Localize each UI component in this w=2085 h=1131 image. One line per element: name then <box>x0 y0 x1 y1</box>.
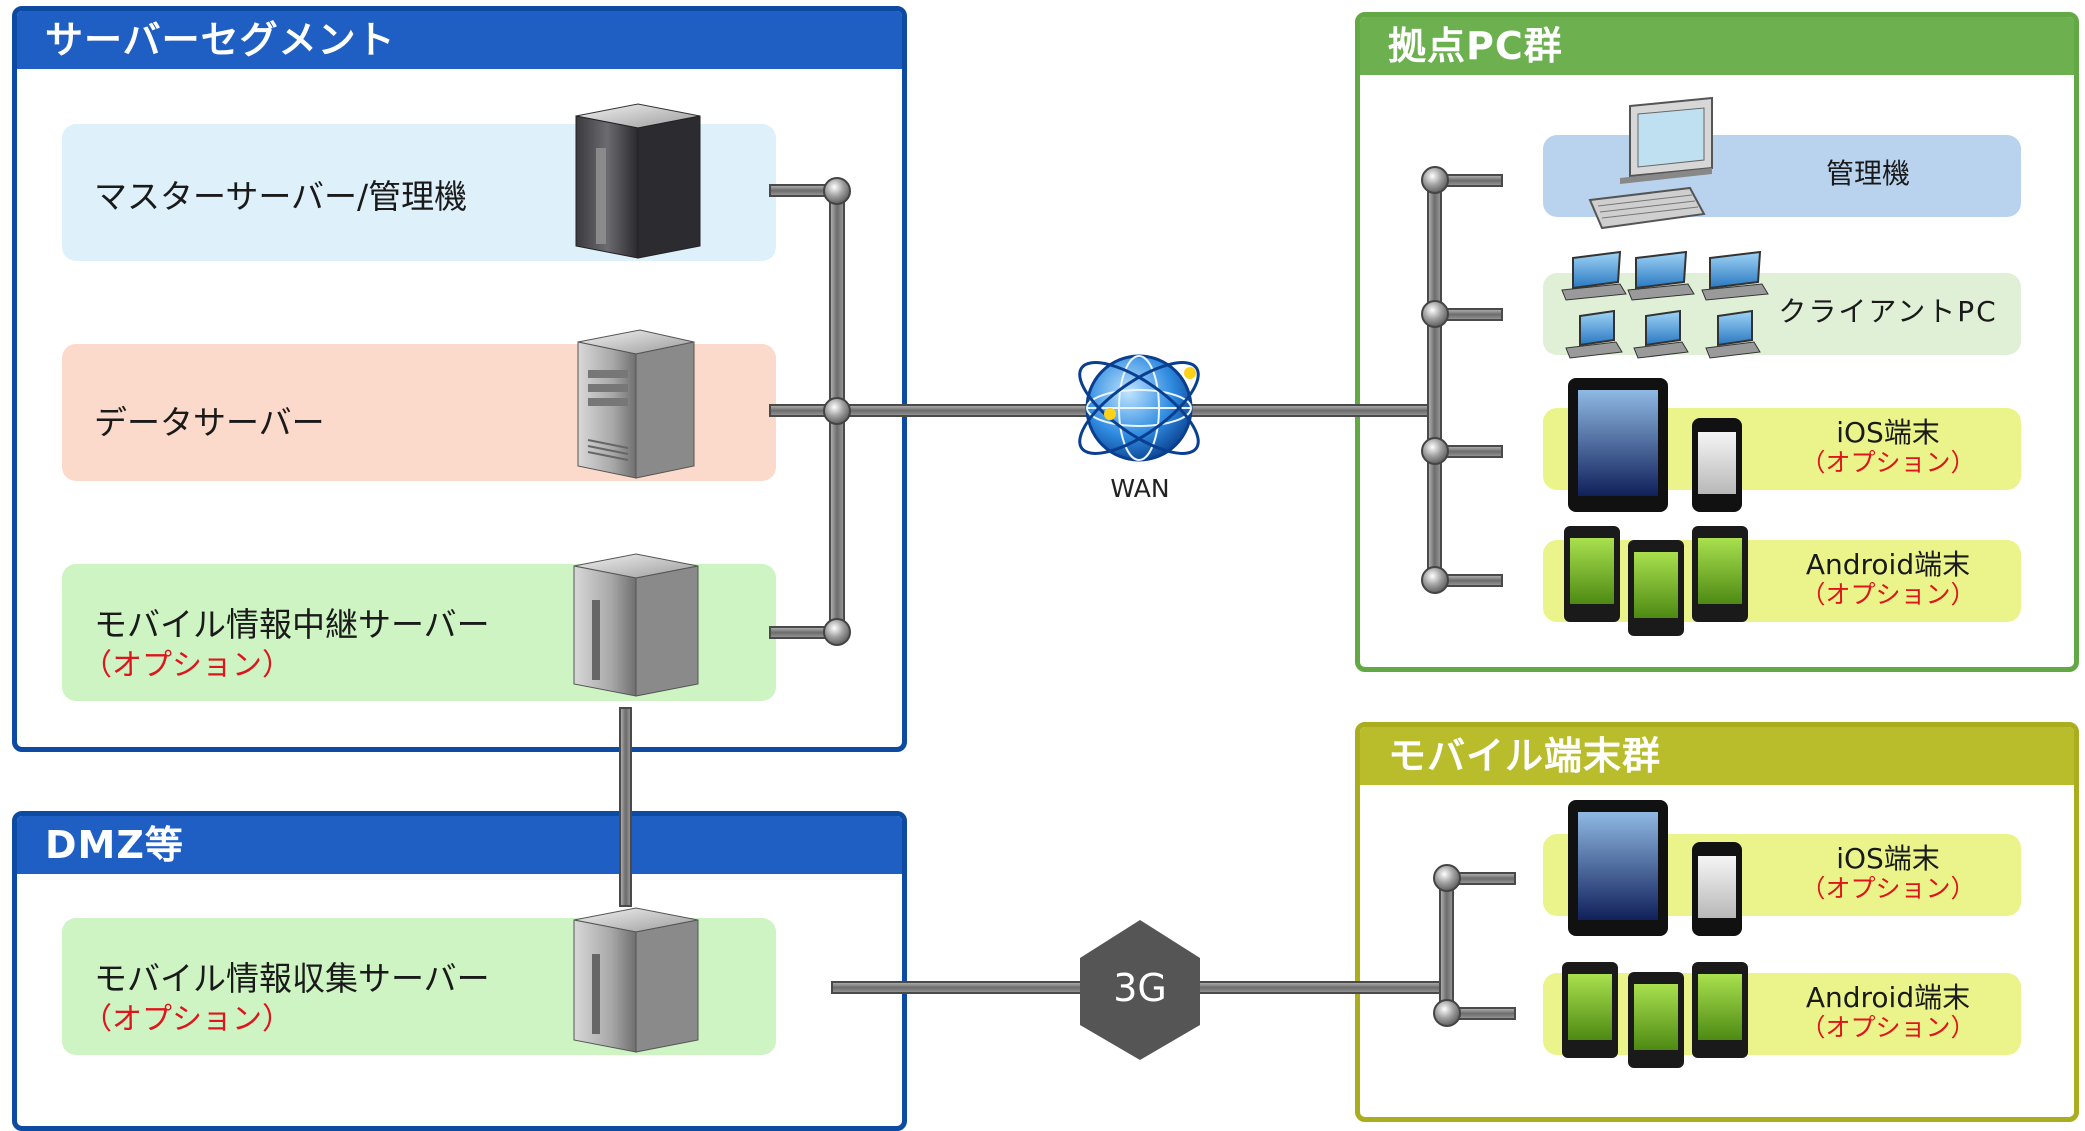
pc-ios-label: iOS端末 （オプション） <box>1763 418 2013 478</box>
collector-server-option: （オプション） <box>82 1002 292 1037</box>
pc-ios-option: （オプション） <box>1800 448 1976 477</box>
mobile-android-label: Android端末 （オプション） <box>1763 983 2013 1043</box>
mobile-ios-option: （オプション） <box>1800 874 1976 903</box>
relay-server-label: モバイル情報中継サーバー <box>94 605 490 644</box>
collector-server-label: モバイル情報収集サーバー <box>94 959 490 998</box>
mobile-ios-label: iOS端末 （オプション） <box>1763 844 2013 904</box>
mobile-android-option: （オプション） <box>1800 1013 1976 1042</box>
wan-label: WAN <box>1110 474 1170 503</box>
network-lines <box>619 166 1516 1027</box>
data-server-label: データサーバー <box>94 403 325 442</box>
mobile-android-box[interactable]: Android端末 （オプション） <box>1543 973 2021 1055</box>
dmz-segment-title: DMZ等 <box>17 816 902 874</box>
mobile-group-title: モバイル端末群 <box>1360 727 2074 785</box>
pc-android-option: （オプション） <box>1800 580 1976 609</box>
client-pc-label: クライアントPC <box>1778 295 1998 328</box>
pc-android-name: Android端末 <box>1805 548 1971 581</box>
pc-ios-name: iOS端末 <box>1836 416 1940 449</box>
mobile-android-name: Android端末 <box>1805 981 1971 1014</box>
pc-admin-label: 管理機 <box>1825 157 1910 190</box>
server-segment-title: サーバーセグメント <box>17 11 902 69</box>
relay-server-option: （オプション） <box>82 648 292 683</box>
pc-group-title: 拠点PC群 <box>1360 17 2074 75</box>
pc-android-label: Android端末 （オプション） <box>1763 550 2013 610</box>
pc-android-box[interactable]: Android端末 （オプション） <box>1543 540 2021 622</box>
mobile-ios-name: iOS端末 <box>1836 842 1940 875</box>
master-server-label: マスターサーバー/管理機 <box>94 177 468 216</box>
3g-label: 3G <box>1113 966 1167 1010</box>
